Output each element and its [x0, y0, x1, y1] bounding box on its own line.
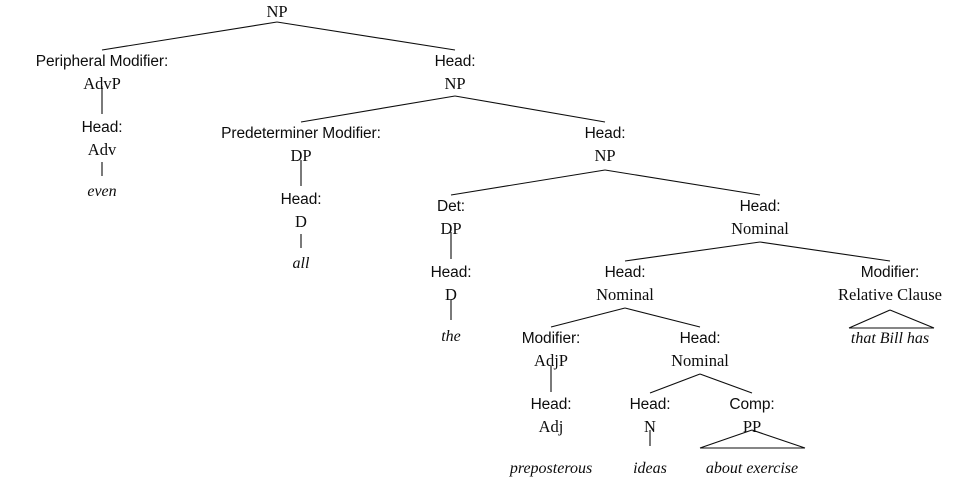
node-category-label: Nominal: [731, 218, 789, 238]
branch-fork: [276, 21, 456, 51]
tree-node-relative-clause: Modifier: Relative Clause: [838, 265, 942, 303]
branch-fork: [759, 241, 891, 262]
tree-node-np: NP: [266, 2, 288, 21]
branch-fork: [624, 307, 701, 328]
branch-fork: [624, 241, 761, 262]
node-category-label: Nominal: [671, 350, 729, 370]
node-role-label: Predeterminer Modifier:: [221, 125, 381, 142]
node-category-label: Nominal: [596, 284, 654, 304]
branch-fork: [450, 169, 606, 196]
branch-fork: [101, 21, 278, 51]
branch-fork: [550, 307, 626, 328]
tree-node-nominal: Head: Nominal: [671, 331, 729, 369]
tree-terminal-word: about exercise: [705, 460, 799, 477]
tree-node-d: Head: D: [281, 192, 322, 230]
tree-node-dp: Det: DP: [437, 199, 465, 237]
node-category-label: Adv: [87, 139, 117, 159]
node-role-label: Head:: [584, 125, 626, 142]
tree-node-pp: Comp: PP: [729, 397, 774, 435]
tree-node-adj: Head: Adj: [531, 397, 572, 435]
branch-fork: [699, 373, 753, 394]
node-category-label: DP: [440, 218, 462, 238]
branch-fork: [649, 373, 701, 394]
branch-fork: [454, 95, 606, 123]
node-category-label: Adj: [538, 416, 564, 436]
tree-node-np: Head: NP: [435, 54, 476, 92]
tree-terminal-word: all: [292, 255, 310, 272]
tree-node-n: Head: N: [630, 397, 671, 435]
tree-node-np: Head: NP: [585, 126, 626, 164]
tree-terminal-word: that Bill has: [850, 330, 930, 347]
tree-node-adv: Head: Adv: [82, 120, 123, 158]
branch-fork: [604, 169, 761, 196]
node-category-label: NP: [594, 145, 616, 165]
tree-terminal-word: even: [87, 183, 117, 200]
node-role-label: Head:: [739, 198, 781, 215]
node-role-label: Head:: [430, 264, 472, 281]
tree-node-adjp: Modifier: AdjP: [522, 331, 581, 369]
tree-terminal-word: preposterous: [509, 460, 593, 477]
node-role-label: Head:: [629, 396, 671, 413]
node-category-label: N: [644, 416, 656, 436]
node-category-label: NP: [444, 73, 466, 93]
node-role-label: Head:: [679, 330, 721, 347]
node-category-label: D: [445, 284, 457, 304]
node-role-label: Head:: [81, 119, 123, 136]
node-role-label: Head:: [280, 191, 322, 208]
tree-node-advp: Peripheral Modifier: AdvP: [35, 53, 169, 93]
node-category-label: DP: [290, 145, 312, 165]
tree-node-dp: Predeterminer Modifier: DP: [221, 126, 381, 164]
node-role-label: Head:: [530, 396, 572, 413]
node-category-label: AdvP: [83, 73, 121, 93]
node-role-label: Comp:: [729, 396, 775, 413]
node-role-label: Modifier:: [521, 330, 581, 347]
branch-fork: [300, 95, 456, 123]
node-category-label: NP: [266, 2, 288, 21]
node-role-label: Det:: [436, 198, 466, 215]
tree-terminal-word: the: [441, 328, 461, 345]
node-role-label: Head:: [434, 53, 476, 70]
node-role-label: Modifier:: [860, 264, 920, 281]
node-category-label: D: [295, 211, 307, 231]
tree-node-nominal: Head: Nominal: [731, 199, 789, 237]
node-category-label: PP: [742, 416, 762, 436]
node-role-label: Head:: [604, 264, 646, 281]
tree-node-nominal: Head: Nominal: [596, 265, 654, 303]
node-category-label: AdjP: [534, 350, 568, 370]
triangle-left-edge: [848, 309, 891, 329]
triangle-right-edge: [889, 309, 935, 329]
node-category-label: Relative Clause: [837, 284, 943, 304]
tree-node-d: Head: D: [431, 265, 472, 303]
node-role-label: Peripheral Modifier:: [35, 53, 169, 70]
tree-terminal-word: ideas: [633, 460, 667, 477]
branch-triangle: [848, 309, 935, 329]
